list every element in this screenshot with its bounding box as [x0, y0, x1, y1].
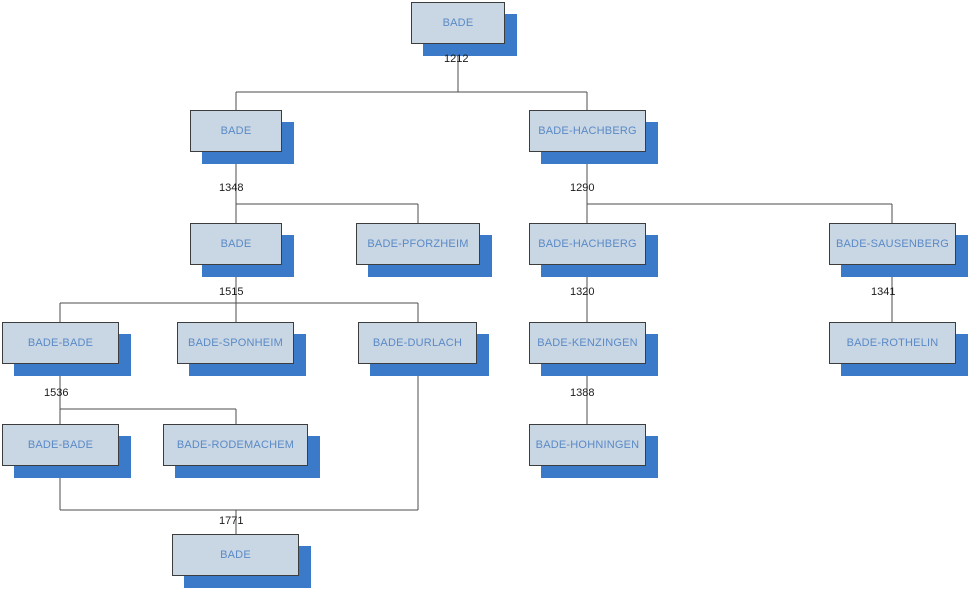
edge-year-label: 1515 [219, 286, 244, 298]
node-box[interactable]: BADE-SPONHEIM [177, 322, 294, 364]
node-label: BADE-BADE [27, 336, 94, 349]
node-bade[interactable]: BADE [190, 110, 294, 164]
node-label: BADE-KENZINGEN [537, 336, 638, 349]
node-bade-bade[interactable]: BADE-BADE [2, 424, 131, 478]
node-box[interactable]: BADE [411, 2, 505, 44]
node-bade[interactable]: BADE [190, 223, 294, 277]
node-box[interactable]: BADE-BADE [2, 322, 119, 364]
node-bade-durlach[interactable]: BADE-DURLACH [358, 322, 489, 376]
node-label: BADE-SAUSENBERG [835, 237, 950, 250]
node-bade-pforzheim[interactable]: BADE-PFORZHEIM [356, 223, 492, 277]
node-box[interactable]: BADE-KENZINGEN [529, 322, 646, 364]
node-bade-kenzingen[interactable]: BADE-KENZINGEN [529, 322, 658, 376]
node-bade-rodemachem[interactable]: BADE-RODEMACHEM [163, 424, 320, 478]
node-bade[interactable]: BADE [411, 2, 517, 56]
node-box[interactable]: BADE [190, 110, 282, 152]
edge-year-label: 1341 [871, 286, 896, 298]
node-bade-rothelin[interactable]: BADE-ROTHELIN [829, 322, 968, 376]
node-bade-hohningen[interactable]: BADE-HOHNINGEN [529, 424, 658, 478]
node-box[interactable]: BADE-RODEMACHEM [163, 424, 308, 466]
node-box[interactable]: BADE-HOHNINGEN [529, 424, 646, 466]
edge-year-label: 1388 [570, 387, 595, 399]
node-label: BADE [220, 548, 251, 561]
node-label: BADE [220, 237, 252, 250]
node-box[interactable]: BADE-SAUSENBERG [829, 223, 956, 265]
node-box[interactable]: BADE-HACHBERG [529, 110, 646, 152]
edge-year-label: 1212 [444, 53, 469, 65]
node-box[interactable]: BADE-PFORZHEIM [356, 223, 480, 265]
node-box[interactable]: BADE-BADE [2, 424, 119, 466]
node-bade-sausenberg[interactable]: BADE-SAUSENBERG [829, 223, 968, 277]
node-box[interactable]: BADE-HACHBERG [529, 223, 646, 265]
node-label: BADE-HACHBERG [538, 237, 637, 250]
node-bade-hachberg[interactable]: BADE-HACHBERG [529, 110, 658, 164]
node-box[interactable]: BADE-DURLACH [358, 322, 477, 364]
node-box[interactable]: BADE-ROTHELIN [829, 322, 956, 364]
node-label: BADE [220, 124, 252, 137]
node-label: BADE-HACHBERG [538, 124, 637, 137]
node-label: BADE-RODEMACHEM [176, 438, 295, 451]
node-label: BADE [442, 16, 474, 29]
edge-year-label: 1290 [570, 182, 595, 194]
node-bade[interactable]: BADE [172, 534, 311, 588]
node-bade-sponheim[interactable]: BADE-SPONHEIM [177, 322, 306, 376]
edge-year-label: 1536 [44, 387, 69, 399]
node-box[interactable]: BADE [172, 534, 299, 576]
node-bade-hachberg[interactable]: BADE-HACHBERG [529, 223, 658, 277]
node-label: BADE-ROTHELIN [846, 336, 939, 349]
edge-year-label: 1320 [570, 286, 595, 298]
node-label: BADE-DURLACH [372, 336, 463, 349]
node-label: BADE-PFORZHEIM [367, 237, 469, 250]
node-bade-bade[interactable]: BADE-BADE [2, 322, 131, 376]
node-label: BADE-SPONHEIM [188, 336, 283, 349]
node-box[interactable]: BADE [190, 223, 282, 265]
node-label: BADE-BADE [27, 438, 94, 451]
edge-year-label: 1771 [219, 515, 244, 527]
edge-year-label: 1348 [219, 182, 244, 194]
node-label: BADE-HOHNINGEN [535, 438, 640, 451]
